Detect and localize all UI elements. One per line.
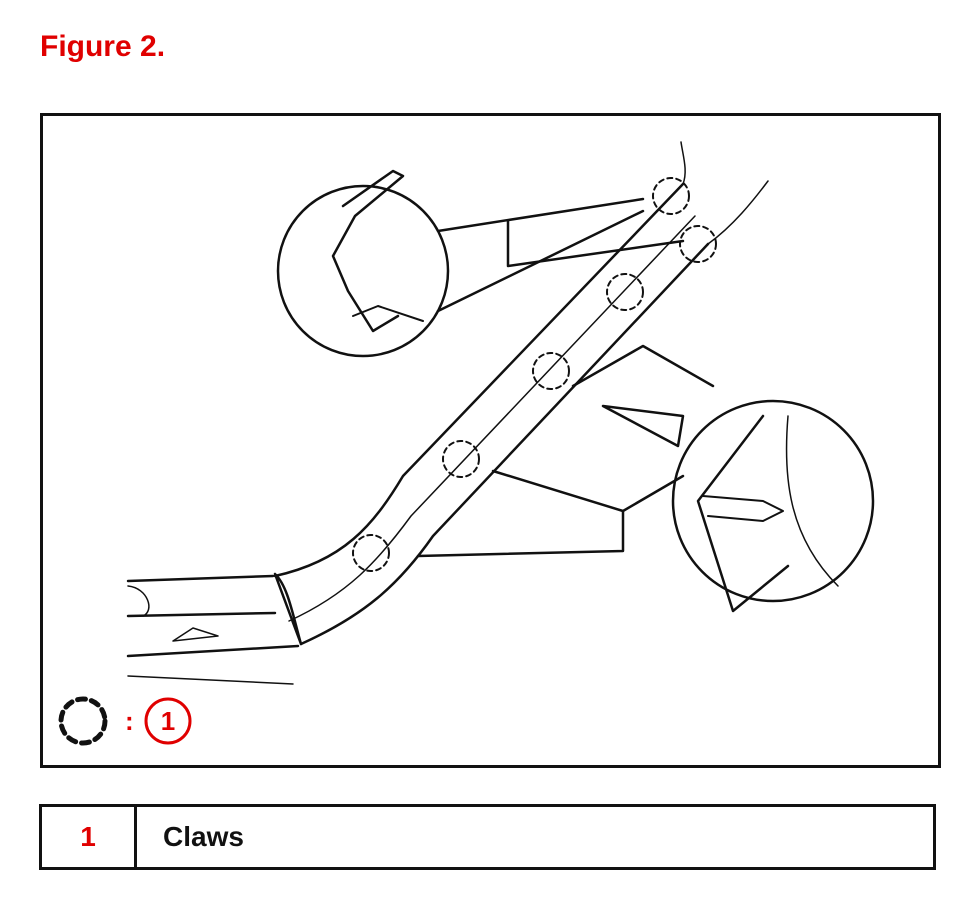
detail-pointer-upper-2 [506, 219, 685, 268]
legend-number: 1 [42, 807, 137, 867]
clip-wire-lower [785, 415, 839, 587]
detail-pointer-lower-2 [571, 344, 715, 388]
lower-trim-detail [172, 627, 219, 642]
callout-legend-number: 1 [161, 706, 175, 736]
callout-legend-colon: : [125, 706, 134, 736]
claw-marker-3 [606, 273, 644, 311]
detail-pointer-lower-4 [416, 509, 625, 558]
clip-tab-lower [702, 495, 784, 522]
trim-end-cap [273, 572, 303, 646]
detail-pointer-upper-1 [436, 197, 645, 313]
detail-circle-upper [276, 184, 450, 358]
claw-marker-1 [652, 177, 690, 215]
lower-trim-base [127, 675, 294, 685]
wire-line-1 [680, 141, 686, 185]
diagram-frame: : 1 [40, 113, 941, 768]
lower-trim-bottom [126, 644, 300, 658]
callout-legend-number-circle [144, 697, 192, 745]
clip-shape-lower [696, 414, 790, 613]
wire-line-2 [707, 180, 769, 245]
detail-circle-lower [671, 399, 875, 603]
lower-trim-mid [126, 611, 277, 618]
claw-marker-2 [679, 225, 717, 263]
trim-edge-upper [273, 182, 685, 578]
clip-detail-upper [352, 305, 424, 322]
detail-pointer-lower-3 [491, 469, 685, 513]
claw-marker-4 [532, 352, 570, 390]
lower-trim-top [126, 574, 275, 583]
trim-diagram: : 1 [58, 141, 875, 746]
figure-title: Figure 2. [40, 30, 166, 63]
legend-label: Claws [163, 821, 244, 852]
clip-shape-upper [331, 169, 405, 333]
detail-pointer-lower-1 [601, 404, 685, 448]
legend-table: 1 Claws [39, 804, 936, 870]
claw-marker-6 [352, 534, 390, 572]
callout-legend-dashed-circle [58, 696, 108, 746]
trim-edge-lower [299, 242, 710, 646]
lower-trim-curve [127, 585, 150, 617]
trim-centerline [288, 215, 696, 622]
claw-marker-5 [442, 440, 480, 478]
